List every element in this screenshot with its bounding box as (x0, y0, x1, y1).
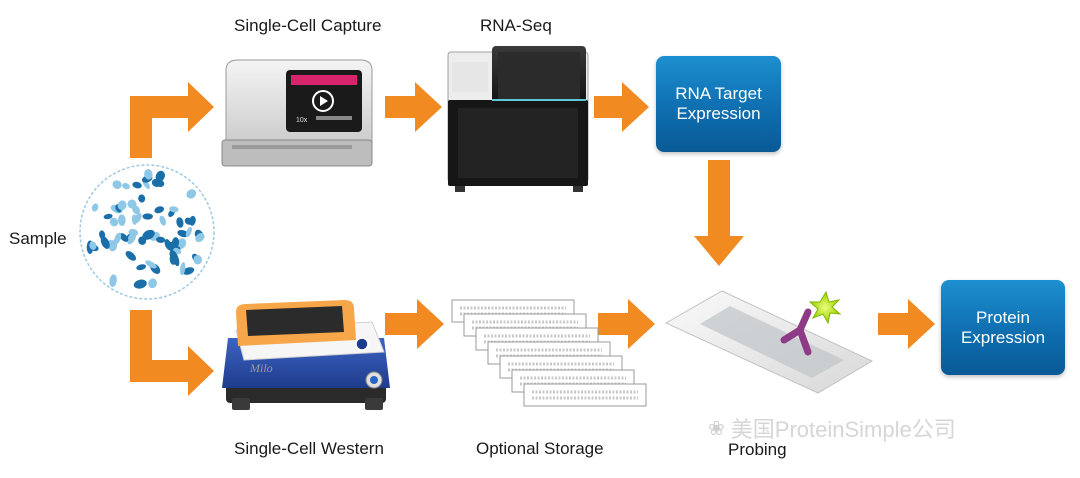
cell (142, 213, 153, 220)
cell (103, 213, 113, 220)
cell (169, 206, 179, 213)
cell (144, 169, 153, 180)
cell (151, 178, 161, 187)
cell (100, 236, 110, 249)
cell (132, 181, 142, 189)
single-cell-capture-device: 10x (221, 59, 373, 167)
arrow-probing-to-protein (878, 299, 935, 349)
cell (112, 180, 122, 190)
label-probing: Probing (728, 440, 787, 459)
rna-seq-device (447, 46, 589, 192)
arrow-rna-target-to-probing (694, 160, 744, 266)
cell (182, 267, 195, 275)
cell (117, 214, 126, 226)
label-sample: Sample (9, 229, 67, 248)
arrow-western-to-storage (385, 299, 444, 349)
rna-target-line-2: Expression (676, 104, 761, 123)
cell (156, 236, 166, 243)
cell (133, 279, 147, 289)
cell (136, 264, 147, 271)
label-single-cell-capture: Single-Cell Capture (234, 16, 382, 35)
milo-device: Milo (222, 300, 390, 410)
cell (176, 238, 187, 249)
storage-card-stack (451, 299, 647, 407)
cell (177, 229, 189, 238)
cell (155, 170, 165, 182)
cell (91, 203, 99, 212)
arrow-rnaseq-to-rna-target (594, 82, 649, 132)
cell (122, 182, 130, 190)
antibody-icon (780, 308, 812, 356)
milo-brand-text: Milo (249, 361, 273, 375)
cell (189, 215, 196, 226)
cell (119, 233, 129, 242)
cell (89, 241, 97, 250)
cell (148, 278, 157, 289)
cell (131, 214, 138, 225)
protein-line-1: Protein (976, 307, 1030, 327)
arrow-sample-to-western (130, 310, 214, 396)
probing-slide (664, 290, 874, 394)
label-single-cell-western: Single-Cell Western (234, 439, 384, 458)
cell (132, 205, 141, 215)
arrow-storage-to-probing (598, 299, 655, 349)
cell (185, 226, 192, 238)
cell (109, 217, 119, 227)
cell (138, 194, 146, 203)
cell (142, 229, 155, 240)
cell (154, 206, 165, 214)
cell (114, 232, 122, 245)
watermark: ❀ 美国ProteinSimple公司 (708, 412, 956, 444)
fluorescent-star-icon (808, 290, 842, 325)
wechat-icon: ❀ (708, 417, 725, 440)
rna-target-line-1: RNA Target (675, 84, 762, 103)
cell (159, 215, 166, 226)
storage-card (523, 383, 647, 407)
cell (169, 250, 177, 259)
cell (145, 260, 157, 269)
arrow-sample-to-capture (130, 82, 214, 158)
cell (117, 200, 127, 211)
cell (171, 237, 180, 249)
arrow-capture-to-rnaseq (385, 82, 442, 132)
label-rna-seq: RNA-Seq (480, 16, 552, 35)
cell (186, 189, 197, 199)
cell (125, 251, 137, 261)
protein-line-2: Expression (960, 327, 1046, 347)
watermark-text: 美国ProteinSimple公司 (730, 417, 956, 442)
cell (176, 217, 184, 228)
cell (109, 274, 117, 288)
cell (179, 262, 186, 276)
cell (127, 231, 137, 245)
cell (195, 233, 205, 243)
label-optional-storage: Optional Storage (476, 439, 604, 458)
protein-expression-box: Protein Expression (941, 280, 1065, 375)
sample-cell-cluster (79, 164, 215, 300)
cell (193, 255, 203, 265)
rna-target-expression-box: RNA Target Expression (656, 56, 781, 152)
capture-screen-text: 10x (296, 117, 308, 124)
